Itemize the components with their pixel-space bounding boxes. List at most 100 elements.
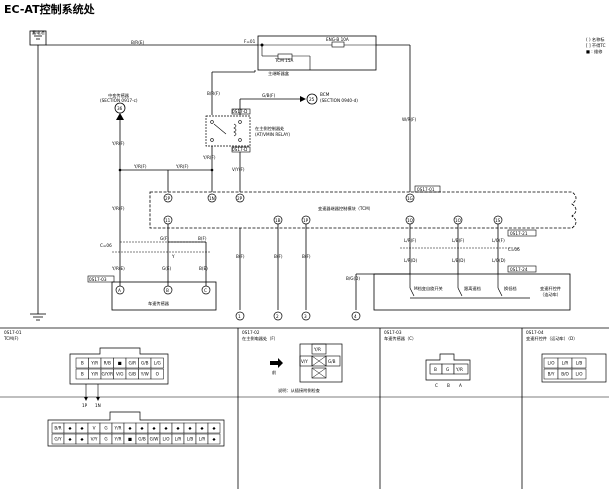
wire-lr-f: L/R(F) <box>404 238 417 243</box>
speed-sensor-label: 中变传感器 <box>108 92 130 99</box>
conn-code-ce: C=06 <box>100 243 112 248</box>
tcm-pin-h: 1Q <box>407 218 414 223</box>
tcm-pin-i: 1O <box>455 218 462 223</box>
tcm-small-r2-cell <box>150 368 164 380</box>
wire-g-e: G(E) <box>162 266 172 271</box>
wire-yr-f-5: Y/R(F) <box>175 164 189 169</box>
conn-d-r2-label: B/Y <box>548 372 555 377</box>
tcm-large-r2-label: L/R <box>175 437 182 442</box>
tcm-large-r1-label: ◆ <box>68 426 72 431</box>
wire-b-f-4: B(F) <box>302 254 311 259</box>
vss-pin-b: B <box>166 288 169 293</box>
tcm-small-r1-label: L/G <box>154 361 161 366</box>
tcm-small-r2-label: Y/W <box>140 372 149 377</box>
tcm-large-r1-label: ◆ <box>188 426 192 431</box>
tcm-pin-a: 2P <box>165 196 171 201</box>
conn-c-letter-1: C <box>435 383 438 388</box>
relay-conn-code-bottom: 0S17-D <box>232 147 247 152</box>
tcm-small-r1-label: G/R <box>128 361 136 366</box>
tcm-large-r2-label: G/Y <box>54 437 62 442</box>
bcm-pin: 25 <box>309 97 315 102</box>
tcm-small-r1-label: ■ <box>118 361 122 366</box>
relay-conn-code-top: 0S17-D <box>232 109 247 114</box>
tcm-small-r2-label: G/B <box>128 372 136 377</box>
legend: ( ) 名称标 [ ] 不得TC ■ : 维修 <box>586 36 606 55</box>
panel-f-title: 在主侧电器处（F） <box>242 335 278 342</box>
tcm-top-pins: 2P 1N 2P 1G <box>163 193 415 203</box>
panel-d-code: 0S17-04 <box>526 330 544 335</box>
tcm-pin-d: 1G <box>407 196 413 201</box>
wire-yr-f-4: Y/R(F) <box>133 164 147 169</box>
legend-line-2: [ ] 不得TC <box>586 42 606 49</box>
wire-lr-d: L/R(D) <box>404 258 418 263</box>
legend-line-3: ■ : 维修 <box>586 48 603 55</box>
panel-c-title: 车速传感器（C） <box>384 335 416 342</box>
tcm-conn-code: 0S17-01 <box>417 187 435 192</box>
wire-br-e: B/R(E) <box>131 40 144 45</box>
tcm-pin-c: 2P <box>237 196 243 201</box>
speed-sensor-pin: 36 <box>117 106 123 111</box>
conn-d-r1-label: L/R <box>562 361 569 366</box>
tcm-large-r1-label: G <box>104 426 107 431</box>
node-2: 2 <box>276 314 279 319</box>
conn-d-r1-cell <box>571 357 587 369</box>
wire-y: Y <box>171 254 175 259</box>
vss-pin-a: A <box>118 288 121 293</box>
tail-1p: 1P <box>82 403 88 408</box>
fuse-line-code: F=01 <box>244 39 256 44</box>
conn-d-r2-label: L/O <box>575 372 583 377</box>
wire-br-f: B/R(F) <box>207 91 220 96</box>
tcm-large-r2-cell <box>207 433 221 445</box>
fuse-box: F=01 ENG-B 10A TCM 15A 主继断器盒 <box>244 35 377 77</box>
node-4: 4 <box>354 314 357 319</box>
node-1: 1 <box>238 314 241 319</box>
wire-lb-f: L/B(F) <box>452 238 465 243</box>
tcm-small-r2-label: B <box>81 372 84 377</box>
panel-f-note: 说明：从插接附侧检查 <box>278 387 321 394</box>
conn-d-r2-cell <box>571 368 587 380</box>
tcm-pin-e: 11 <box>165 218 171 223</box>
bottom-nodes: 1 2 3 4 <box>235 311 361 321</box>
wire-g-f: G(F) <box>160 236 169 241</box>
tcm-pin-g: 1P <box>303 218 309 223</box>
tcm-large-r2-label: V/Y <box>91 437 98 442</box>
legend-line-1: ( ) 名称标 <box>586 36 605 43</box>
wire-gb-f: G/B(F) <box>262 93 276 98</box>
relay-label: 在主侧控制器处 <box>255 125 285 132</box>
bcm-ref: (SECTION 0940-d) <box>320 98 358 103</box>
tcm-small-r1-label: G/B <box>141 361 149 366</box>
tcm-pin-f: 1B <box>275 218 281 223</box>
vss-label: 车速传感器 <box>148 300 170 307</box>
wire-yr-f-relay: Y/R(F) <box>202 155 216 160</box>
vss-conn-code: 0S17-03 <box>89 277 107 282</box>
front-label: 前 <box>272 369 276 376</box>
front-arrow-icon <box>270 358 283 368</box>
tcm-small-r1-label: B <box>81 361 84 366</box>
fuse-a-label: TCM 15A <box>274 58 294 63</box>
shift-switch-box: M档变自旋开关 跟离速档 换低档 变速杆控件 （连动车） <box>373 273 571 311</box>
panel-d-title: 变速杆控件（运动车）（D） <box>526 335 577 342</box>
downshift-switch-label: 换低档 <box>504 285 517 292</box>
tcm-large-r1-label: V <box>93 426 96 431</box>
panel-conn-f: 0S17-02 在主侧电器处（F） 前 Y/R V/Y G/B 说明：从插接附侧… <box>242 330 343 394</box>
tcm-bottom-pins: 11 1B 1P 1Q 1O 1S <box>163 215 503 225</box>
panel-conn-c: 0S17-03 车速传感器（C） B G Y/R C B A <box>384 330 471 388</box>
tcm-small-r1-label: R/B <box>104 361 111 366</box>
speed-sensor-ref: (SECTION 0917-c) <box>100 98 138 103</box>
vehicle-speed-sensor: A B C 车速传感器 <box>111 281 217 311</box>
conn-d-r1-label: L/O <box>547 361 555 366</box>
tcm-large-r1-label: ◆ <box>164 426 168 431</box>
tcm-large-r2-label: ◆ <box>80 437 84 442</box>
tcm-large-r1-label: B/R <box>54 426 61 431</box>
tcm-large-r2-label: L/R <box>199 437 206 442</box>
tcm-module: 变速器继器控制模块（TCM） <box>149 191 577 229</box>
tcm-large-r2-label: G/B <box>138 437 146 442</box>
tcm-large-r1-label: ◆ <box>80 426 84 431</box>
tcm-large-r2-label: L/B <box>187 437 194 442</box>
conn-c-pin-2: G <box>446 367 449 372</box>
wire-lb-d: L/B(D) <box>452 258 465 263</box>
wire-b-e: B(E) <box>199 266 208 271</box>
